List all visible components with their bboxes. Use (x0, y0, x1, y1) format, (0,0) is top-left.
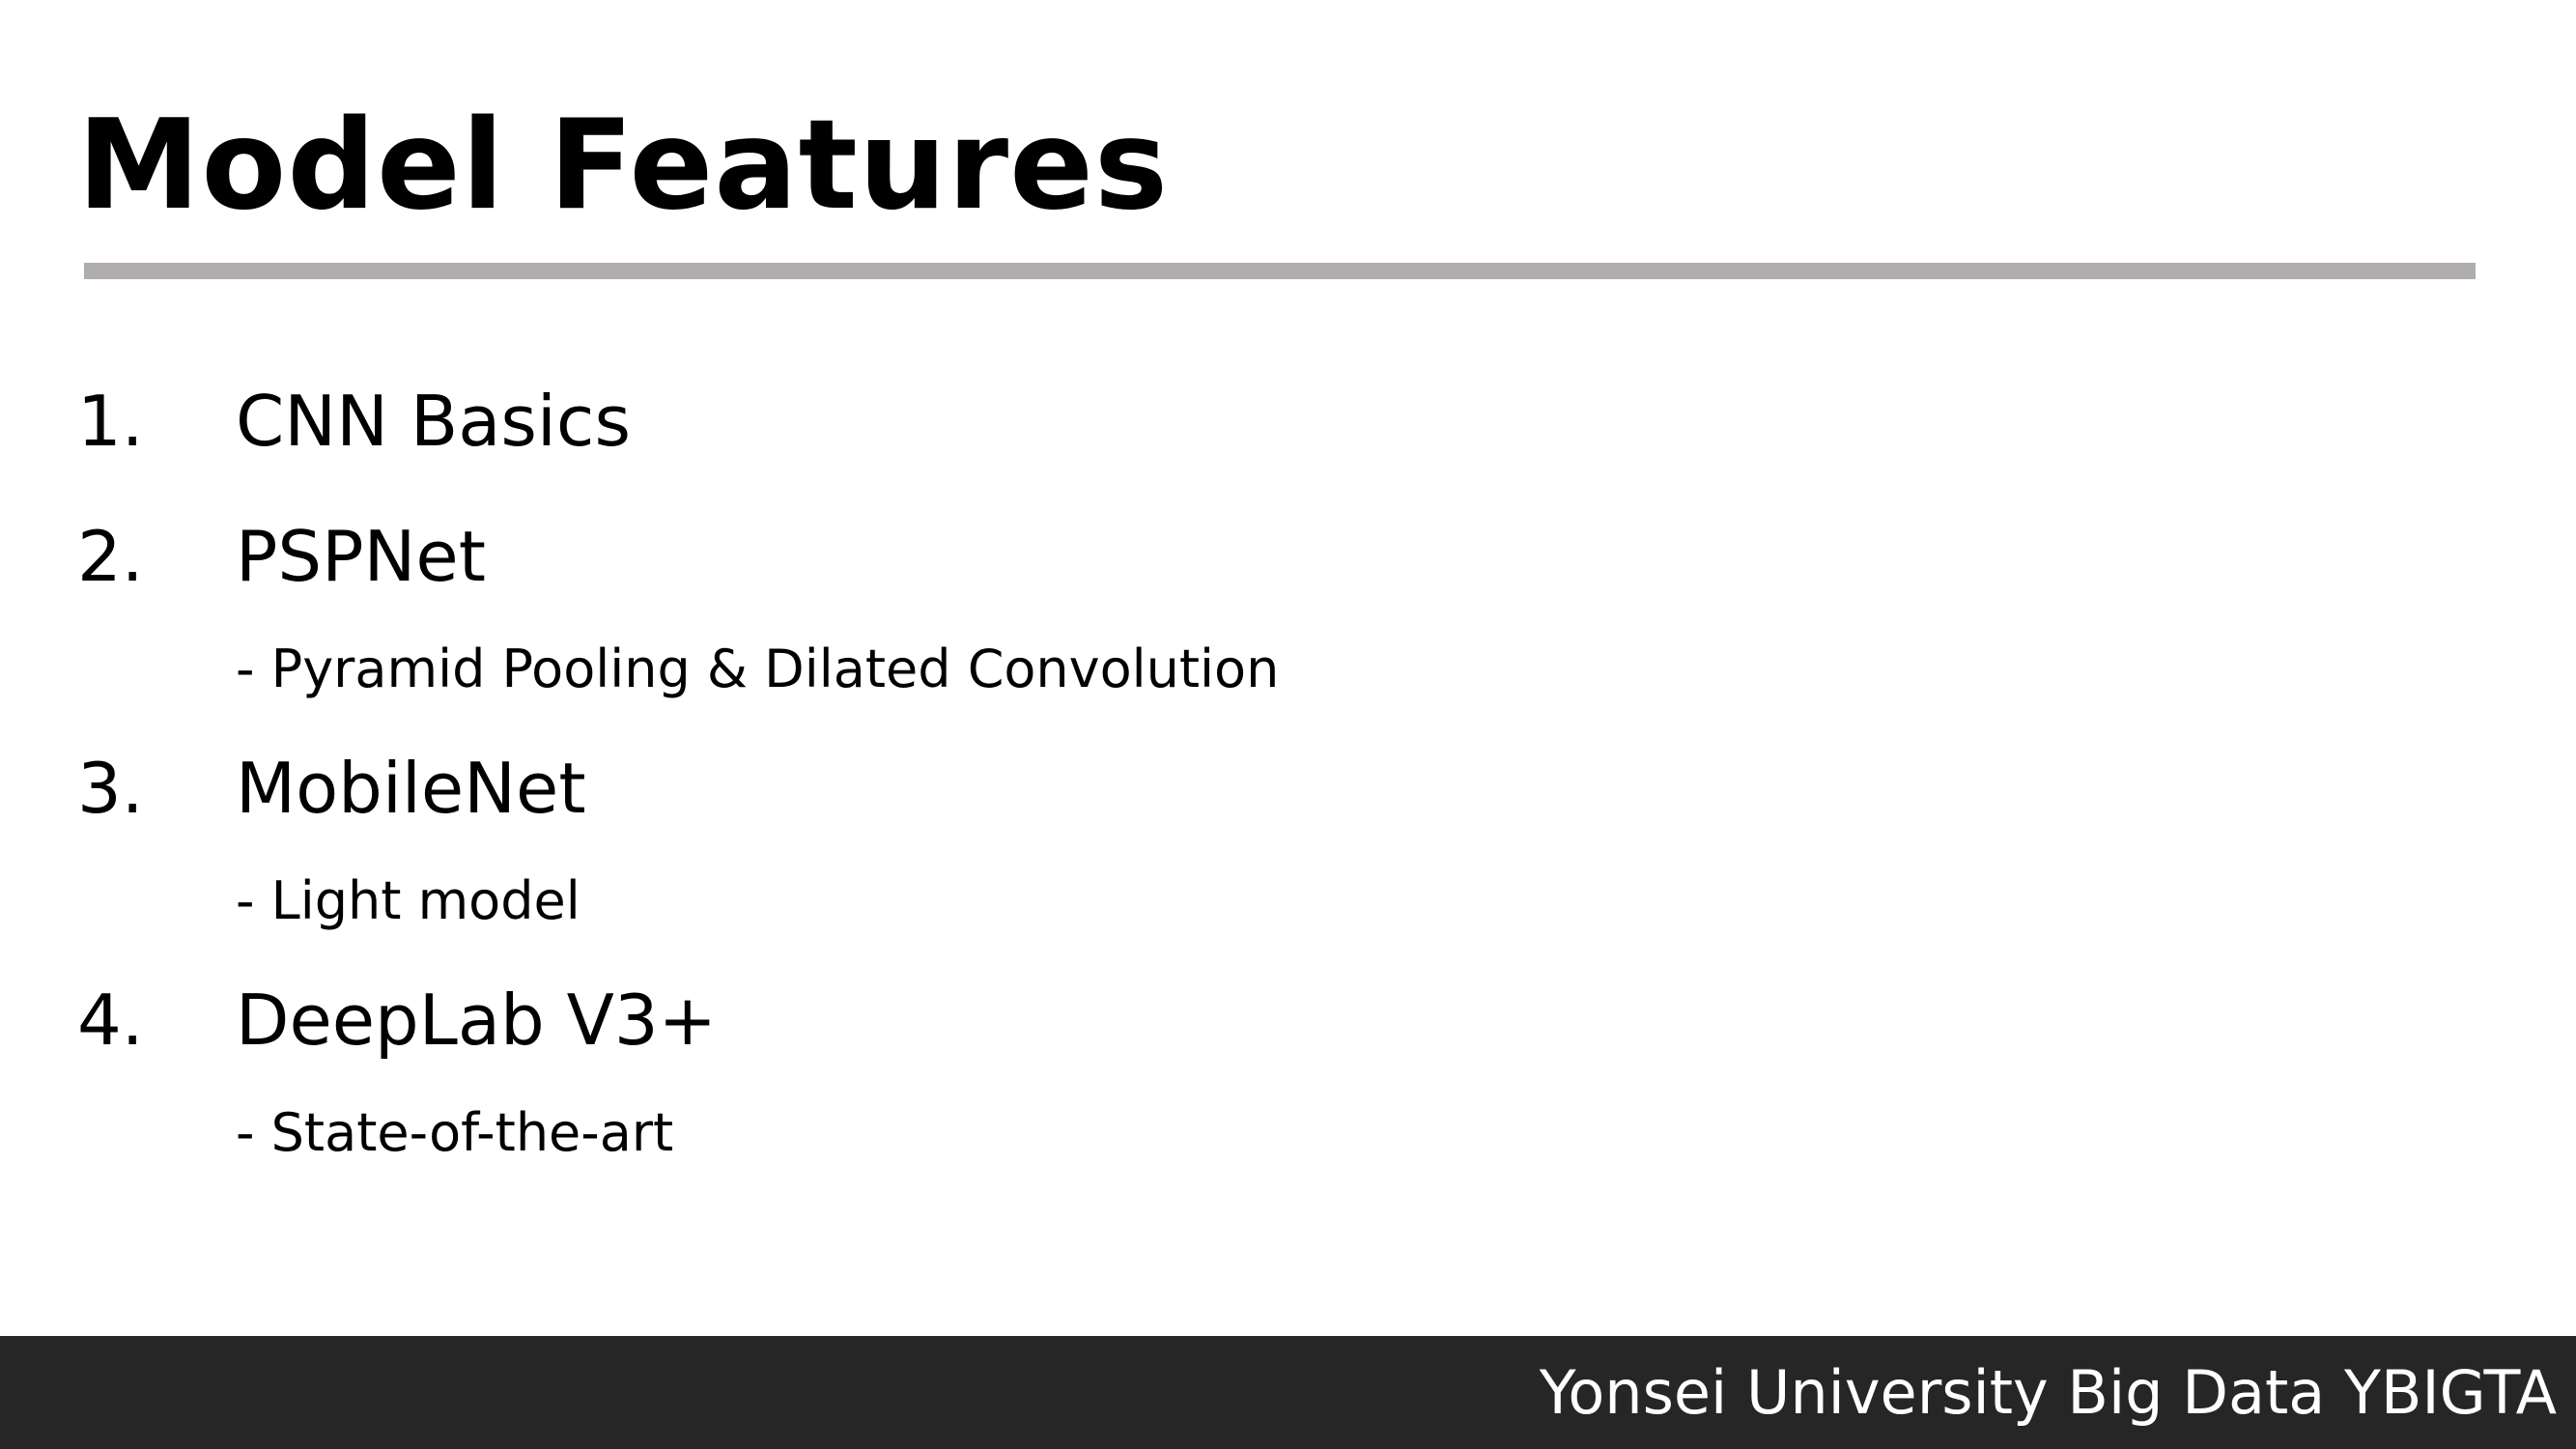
list-item-number: 1. (77, 381, 144, 462)
list-item-subtext-deeplab: - State-of-the-art (236, 1102, 674, 1163)
list-item-label: DeepLab V3+ (236, 980, 717, 1061)
list-item-number: 3. (77, 748, 144, 829)
list-item-subtext-mobilenet: - Light model (236, 870, 580, 931)
list-item-label: MobileNet (236, 748, 586, 829)
title-underline (84, 263, 2476, 279)
list-item-label: CNN Basics (236, 381, 632, 462)
list-item-label: PSPNet (236, 516, 486, 597)
list-item-number: 2. (77, 516, 144, 597)
list-item-subtext-pspnet: - Pyramid Pooling & Dilated Convolution (236, 639, 1280, 699)
footer-bar: Yonsei University Big Data YBIGTA (0, 1336, 2576, 1449)
footer-text: Yonsei University Big Data YBIGTA (1539, 1357, 2557, 1428)
list-item-number: 4. (77, 980, 144, 1061)
slide-title: Model Features (77, 94, 1170, 238)
